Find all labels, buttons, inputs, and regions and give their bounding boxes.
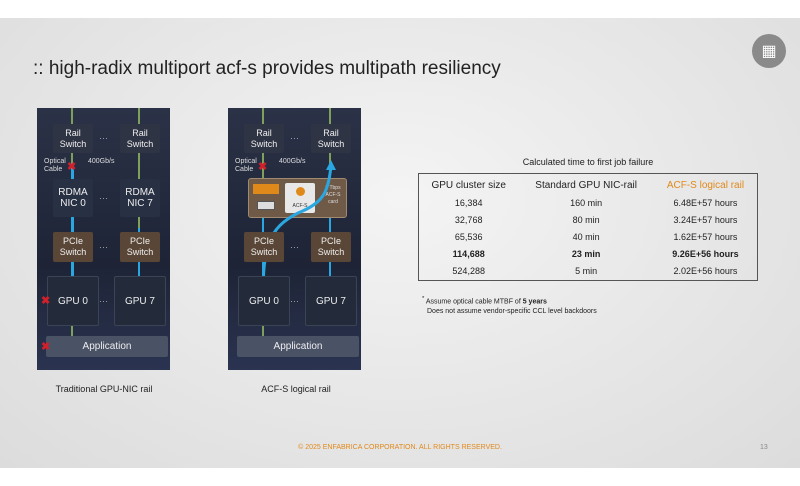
fail-x-icon: ✖ [41,295,51,307]
cell: 3.24E+57 hours [673,215,738,225]
table-row: 524,288 5 min 2.02E+56 hours [419,263,758,281]
gpu-7: GPU 7 [114,276,166,326]
ellipsis: ··· [290,133,299,143]
rail-switch-7: Rail Switch [120,124,160,153]
gpu-7: GPU 7 [305,276,357,326]
cell: 524,288 [452,266,485,276]
cell: 114,688 [452,249,485,259]
cell: 16,384 [454,198,483,208]
cell: 65,536 [454,232,483,242]
rdma-nic-0: RDMA NIC 0 [53,179,93,217]
fail-x-icon: ✖ [67,161,77,173]
gpu-0: GPU 0 [47,276,99,326]
col-header: Standard GPU NIC-rail [535,180,637,191]
fail-x-icon: ✖ [41,341,51,353]
cell: 5 min [575,266,598,276]
footnote-bold: 5 years [522,298,547,306]
rail-switch-0: Rail Switch [53,124,93,153]
rail-switch-7: Rail Switch [311,124,351,153]
table-row: 32,768 80 min 3.24E+57 hours [419,212,758,229]
cell: 32,768 [454,215,483,225]
table-row-highlighted: 114,688 23 min 9.26E+56 hours [419,246,758,263]
page-title: :: high-radix multiport acf-s provides m… [33,58,501,79]
footnote-line2: Does not assume vendor-specific CCL leve… [427,308,597,316]
ellipsis: ··· [99,193,108,203]
ellipsis: ··· [99,242,108,252]
ellipsis: ··· [290,242,299,252]
diagram-traditional: Rail Switch Rail Switch ··· Optical Cabl… [37,108,170,370]
pcie-switch-7: PCIe Switch [311,232,351,262]
gpu-0: GPU 0 [238,276,290,326]
chip-logo-icon [296,187,305,196]
footnote-line1: Assume optical cable MTBF of [425,298,523,306]
cell: 80 min [572,215,600,225]
table-header: GPU cluster size Standard GPU NIC-rail A… [419,174,758,196]
col-header: ACF-S logical rail [666,180,745,191]
acfs-card: ACF-S 8 Tbps ACF-S card [248,178,347,218]
slide: :: high-radix multiport acf-s provides m… [0,18,800,468]
table-title: Calculated time to first job failure [522,157,654,167]
optical-cable-label: Optical Cable [44,158,66,173]
application-bar: Application [237,336,359,357]
cell: 1.62E+57 hours [673,232,738,242]
speed-label: 400Gb/s [88,158,115,165]
table-row: 16,384 160 min 6.48E+57 hours [419,195,758,212]
flow-arrow [261,160,336,299]
optical-cable-label: Optical Cable [235,158,257,173]
diagram-acfs: Rail Switch Rail Switch ··· Optical Cabl… [228,108,361,370]
cell: 23 min [571,249,601,259]
copyright-footer: © 2025 ENFABRICA CORPORATION. ALL RIGHTS… [298,444,502,451]
fail-x-icon: ✖ [258,161,268,173]
speed-label: 400Gb/s [279,158,306,165]
pcie-switch-7: PCIe Switch [120,232,160,262]
card-label: 8 Tbps ACF-S card [325,185,341,205]
application-bar: Application [46,336,168,357]
page-number: 13 [760,444,768,451]
ellipsis: ··· [99,296,108,306]
flow-arrow [71,163,74,293]
cell: 2.02E+56 hours [673,266,738,276]
chip-label: ACF-S [292,203,308,209]
footnote-star: * [422,296,425,302]
port-icon [257,201,275,210]
rdma-nic-7: RDMA NIC 7 [120,179,160,217]
footnote: * Assume optical cable MTBF of 5 years D… [422,294,597,317]
ellipsis: ··· [290,296,299,306]
pcie-switch-0: PCIe Switch [244,232,284,262]
cell: 6.48E+57 hours [673,198,738,208]
logo-cube-icon: ▦ [752,34,786,68]
ellipsis: ··· [99,133,108,143]
failure-table: GPU cluster size Standard GPU NIC-rail A… [418,173,758,281]
caption-acfs: ACF-S logical rail [261,384,331,394]
pcie-switch-0: PCIe Switch [53,232,93,262]
cell: 160 min [570,198,603,208]
rail-switch-0: Rail Switch [244,124,284,153]
caption-traditional: Traditional GPU-NIC rail [55,384,153,394]
col-header: GPU cluster size [431,180,506,191]
cell: 40 min [572,232,600,242]
cell: 9.26E+56 hours [672,249,739,259]
stack-box [253,184,279,194]
table-row: 65,536 40 min 1.62E+57 hours [419,229,758,246]
